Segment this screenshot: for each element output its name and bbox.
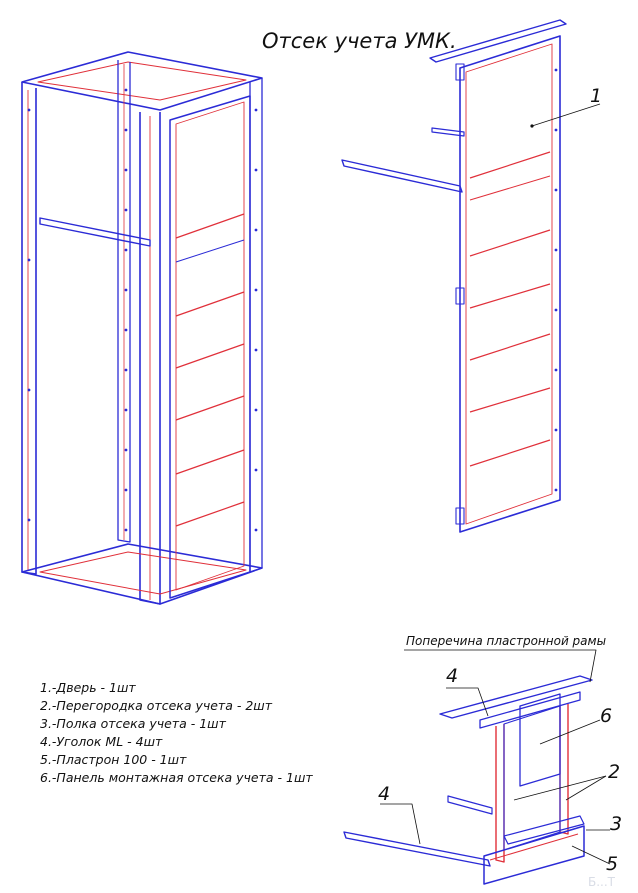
watermark: Б...Т: [588, 875, 616, 889]
compartment-drawing: [343, 649, 611, 885]
legend-item: 1.-Дверь - 1шт: [40, 680, 136, 695]
crossbar-label: Поперечина пластронной рамы: [406, 634, 606, 648]
door-assembly-drawing: [341, 19, 601, 533]
legend-item: 4.-Уголок ML - 4шт: [40, 734, 163, 749]
callout-mount-panel: 6: [600, 705, 612, 727]
callout-partition: 2: [608, 761, 620, 783]
callout-plastron: 5: [606, 853, 618, 875]
legend-item: 3.-Полка отсека учета - 1шт: [40, 716, 227, 731]
legend-item: 2.-Перегородка отсека учета - 2шт: [40, 698, 273, 713]
callout-door: 1: [590, 85, 602, 107]
parts-legend: 1.-Дверь - 1шт 2.-Перегородка отсека уче…: [40, 680, 313, 785]
drawing-title: Отсек учета УМК.: [262, 29, 457, 53]
callout-shelf: 3: [610, 813, 622, 835]
callout-corner-top: 4: [446, 665, 458, 687]
callout-corner-bottom: 4: [378, 783, 390, 805]
legend-item: 5.-Пластрон 100 - 1шт: [40, 752, 187, 767]
legend-item: 6.-Панель монтажная отсека учета - 1шт: [40, 770, 313, 785]
cabinet-frame-drawing: [21, 51, 263, 605]
